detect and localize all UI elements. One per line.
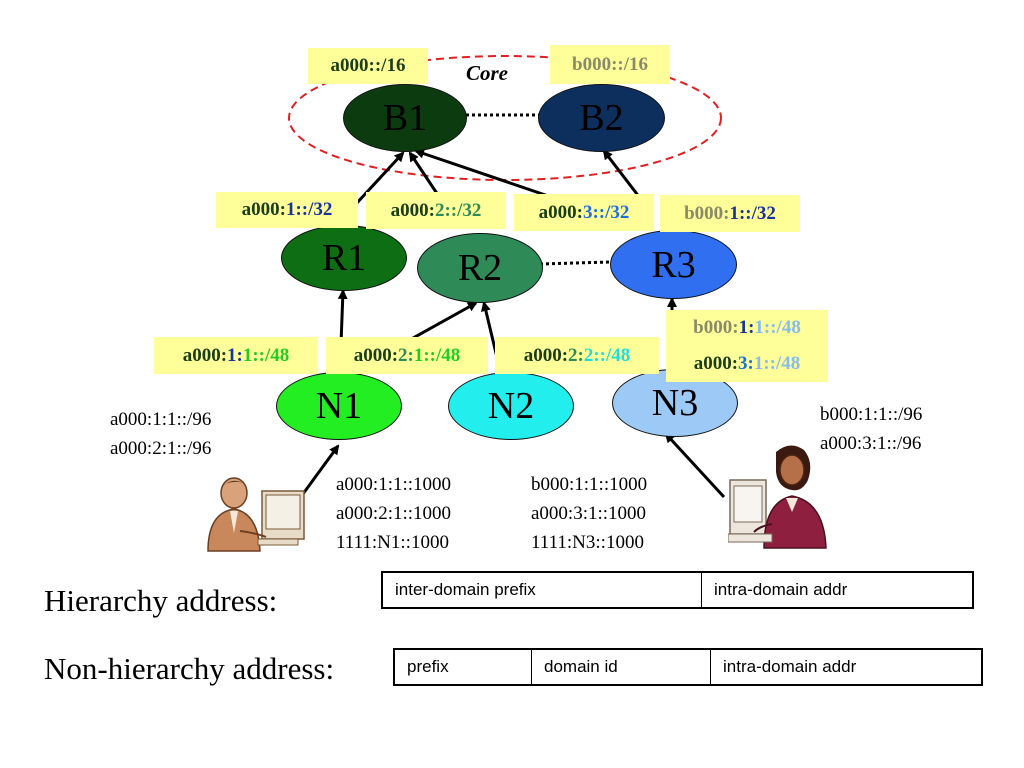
arrow-host2-n3 [664,432,726,499]
node-b2: B2 [538,84,665,152]
node-b1: B1 [343,84,467,152]
prefix-segment: 1::/48 [413,344,461,366]
host-left-prefixes: a000:1:1::/96 a000:2:1::/96 [110,409,212,459]
field-domain-id: domain id [531,648,711,686]
prefix-segment: a000: [523,344,569,366]
prefix-segment: a000: [693,353,739,374]
arrow-r3-b1 [414,148,561,202]
prefix-segment: 2::/32 [434,199,482,221]
hierarchy-address-format: inter-domain prefix intra-domain addr [381,571,974,609]
prefix-segment: b000::/16 [572,53,648,75]
host-right-prefixes: b000:1:1::/96 a000:3:1::/96 [820,404,923,454]
host-right-addresses: b000:1:1::1000 a000:3:1::1000 1111:N3::1… [531,474,648,553]
arrow-r1-b1 [353,151,405,207]
prefix-segment: a000: [182,344,228,366]
host-left-addresses: a000:1:1::1000 a000:2:1::1000 1111:N1::1… [336,474,452,553]
node-n1: N1 [276,372,402,440]
prefix-segment: 1::/32 [285,199,333,220]
prefix-segment: b000: [693,317,739,338]
woman-at-computer-icon [728,445,827,549]
prefix-n3-a000: a000:3:1::/48 [666,346,828,382]
hierarchy-address-label: Hierarchy address: [44,583,278,618]
prefix-r3-b000: b000:1::/32 [660,195,800,232]
prefix-segment: 1::/48 [753,353,801,374]
arrow-host1-n1 [298,444,340,499]
prefix-segment: a000::/16 [330,55,406,76]
node-r3: R3 [610,230,737,299]
arrow-r3-b2 [602,149,642,199]
node-n2: N2 [448,372,574,440]
prefix-n2-1: a000:2:1::/48 [326,337,488,374]
prefix-segment: 1: [227,344,243,366]
prefix-segment: 3::/32 [582,201,630,223]
man-at-computer-icon [207,477,305,552]
prefix-n3-b000: b000:1:1::/48 [666,310,828,346]
prefix-segment: 2: [398,344,414,366]
prefix-segment: a000: [538,201,583,223]
prefix-b2: b000::/16 [550,45,670,84]
field-prefix: prefix [393,648,532,686]
prefix-r1: a000:1::/32 [216,192,358,228]
prefix-segment: 1::/48 [242,344,290,366]
field-intra-domain-addr-2: intra-domain addr [710,648,983,686]
link-r2-r3 [539,260,611,266]
prefix-segment: a000: [390,199,435,221]
prefix-n1: a000:1:1::/48 [154,337,318,374]
prefix-segment: 2::/48 [583,344,631,366]
prefix-b1: a000::/16 [308,48,428,84]
field-inter-domain-prefix: inter-domain prefix [381,571,702,609]
prefix-n2-2: a000:2:2::/48 [495,337,659,374]
prefix-segment: 1::/32 [729,202,776,224]
prefix-segment: b000: [684,202,730,224]
node-r2: R2 [417,233,543,303]
prefix-r3-a000: a000:3::/32 [514,194,654,231]
prefix-segment: 2: [568,344,584,366]
prefix-r2: a000:2::/32 [366,192,506,229]
prefix-segment: 1::/48 [754,317,801,338]
prefix-segment: 1: [738,317,755,338]
prefix-segment: a000: [353,344,399,366]
non-hierarchy-address-label: Non-hierarchy address: [44,651,335,686]
field-intra-domain-addr: intra-domain addr [701,571,974,609]
node-r1: R1 [281,225,407,291]
prefix-segment: a000: [241,199,286,220]
non-hierarchy-address-format: prefix domain id intra-domain addr [393,648,983,686]
prefix-segment: 3: [738,353,754,374]
arrow-r2-b1 [408,151,442,199]
core-label: Core [466,61,508,85]
